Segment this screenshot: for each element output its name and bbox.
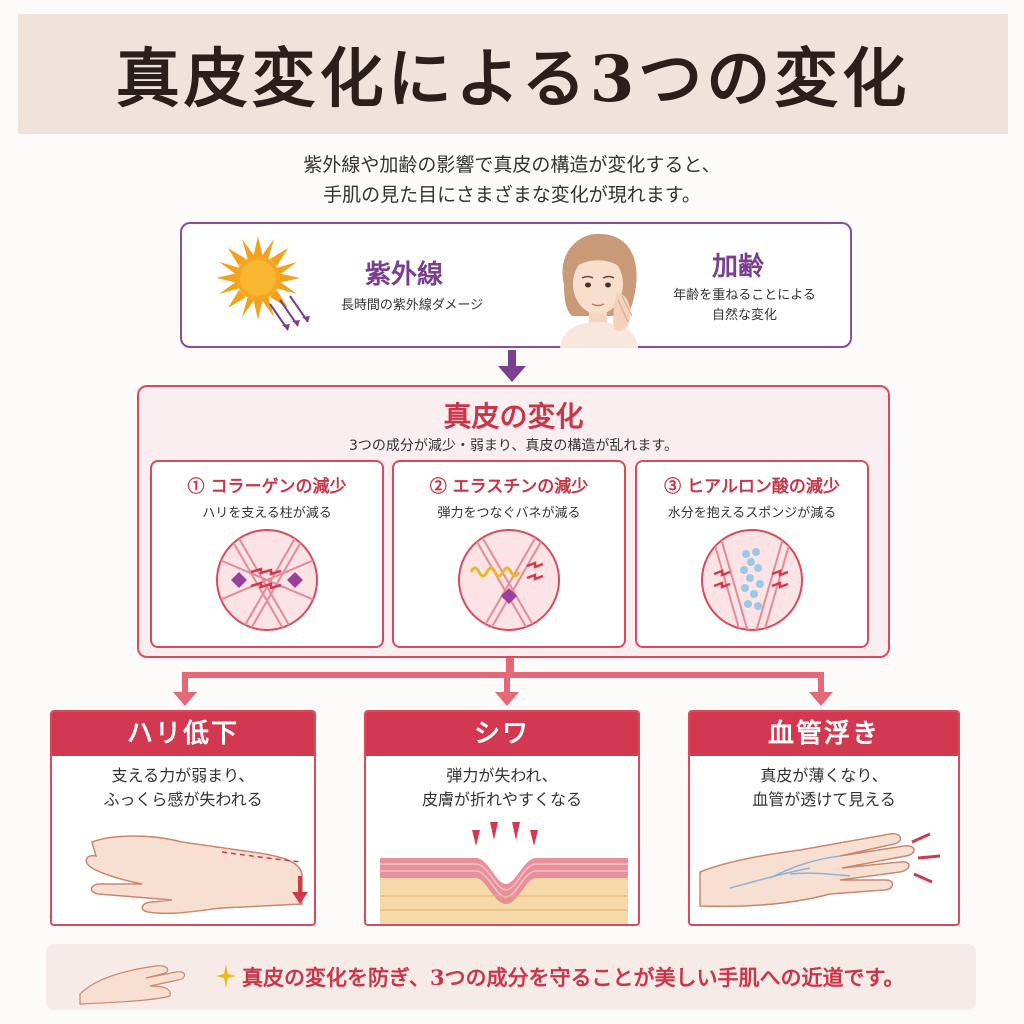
effect-card-wrinkles: シワ 弾力が失われ、 皮膚が折れやすくなる [364, 710, 640, 926]
hand-icon [79, 965, 186, 1005]
dermis-title: 真皮の変化 [443, 400, 584, 433]
branch-arrows [173, 658, 833, 706]
wrinkle-skin-illustration [380, 822, 628, 924]
aging-title: 加齢 [712, 252, 765, 282]
effect-desc-line-2: ふっくら感が失われる [103, 790, 263, 809]
component-desc: 水分を抱えるスポンジが減る [667, 506, 837, 521]
component-title: ② エラスチンの減少 [429, 477, 589, 497]
footer-text: 真皮の変化を防ぎ、3つの成分を守ることが美しい手肌への近道です。 [242, 965, 905, 990]
vein-hand-illustration [699, 832, 941, 908]
woman-illustration [560, 233, 638, 348]
effect-desc-line-1: 真皮が薄くなり、 [760, 766, 888, 785]
page-title: 真皮変化による3つの変化 [115, 42, 911, 117]
aging-desc-line-2: 自然な変化 [711, 308, 777, 323]
dermis-box: 真皮の変化 3つの成分が減少・弱まり、真皮の構造が乱れます。 ① コラーゲンの減… [137, 385, 890, 658]
effect-desc-line-1: 弾力が失われ、 [446, 766, 558, 785]
component-desc: 弾力をつなぐバネが減る [437, 506, 581, 521]
effect-desc-line-2: 血管が透けて見える [752, 790, 896, 809]
title-band: 真皮変化による3つの変化 [18, 14, 1008, 134]
uv-title: 紫外線 [365, 260, 444, 290]
sagging-hand-illustration [85, 835, 308, 915]
effect-title: ハリ低下 [52, 712, 314, 756]
intro-line-1: 紫外線や加齢の影響で真皮の構造が変化すると、 [303, 154, 721, 176]
component-desc: ハリを支える柱が減る [202, 506, 332, 521]
arrow-down-icon [498, 350, 526, 382]
collagen-diagram-icon [216, 529, 318, 631]
aging-desc: 年齢を重ねることによる 自然な変化 [652, 286, 837, 326]
sun-icon [216, 236, 310, 331]
hyaluronic-diagram-icon [701, 529, 803, 631]
component-card-hyaluronic: ③ ヒアルロン酸の減少 水分を抱えるスポンジが減る [635, 460, 869, 648]
elastin-diagram-icon [458, 529, 560, 631]
footer-banner: 真皮の変化を防ぎ、3つの成分を守ることが美しい手肌への近道です。 [46, 944, 976, 1010]
dermis-subtitle: 3つの成分が減少・弱まり、真皮の構造が乱れます。 [349, 438, 678, 454]
causes-box: 紫外線 長時間の紫外線ダメージ 加齢 年齢を重ねることによる 自然な変化 [180, 222, 852, 348]
effect-title: 血管浮き [690, 712, 958, 756]
effect-desc: 弾力が失われ、 皮膚が折れやすくなる [366, 764, 638, 812]
component-card-collagen: ① コラーゲンの減少 ハリを支える柱が減る [150, 460, 384, 648]
effect-title: シワ [366, 712, 638, 756]
effect-desc-line-2: 皮膚が折れやすくなる [421, 790, 582, 809]
sparkle-icon [216, 964, 236, 988]
component-title: ③ ヒアルロン酸の減少 [664, 477, 840, 497]
effect-desc: 真皮が薄くなり、 血管が透けて見える [690, 764, 958, 812]
effect-card-veins: 血管浮き 真皮が薄くなり、 血管が透けて見える [688, 710, 960, 926]
intro-line-2: 手肌の見た目にさまざまな変化が現れます。 [323, 184, 701, 206]
effect-card-firmness: ハリ低下 支える力が弱まり、 ふっくら感が失われる [50, 710, 316, 926]
effect-desc: 支える力が弱まり、 ふっくら感が失われる [52, 764, 314, 812]
component-card-elastin: ② エラスチンの減少 弾力をつなぐバネが減る [392, 460, 626, 648]
effect-desc-line-1: 支える力が弱まり、 [111, 766, 255, 785]
component-title: ① コラーゲンの減少 [187, 477, 347, 497]
intro-text: 紫外線や加齢の影響で真皮の構造が変化すると、 手肌の見た目にさまざまな変化が現れ… [0, 150, 1024, 210]
uv-desc: 長時間の紫外線ダメージ [340, 298, 484, 313]
aging-desc-line-1: 年齢を重ねることによる [673, 288, 816, 303]
